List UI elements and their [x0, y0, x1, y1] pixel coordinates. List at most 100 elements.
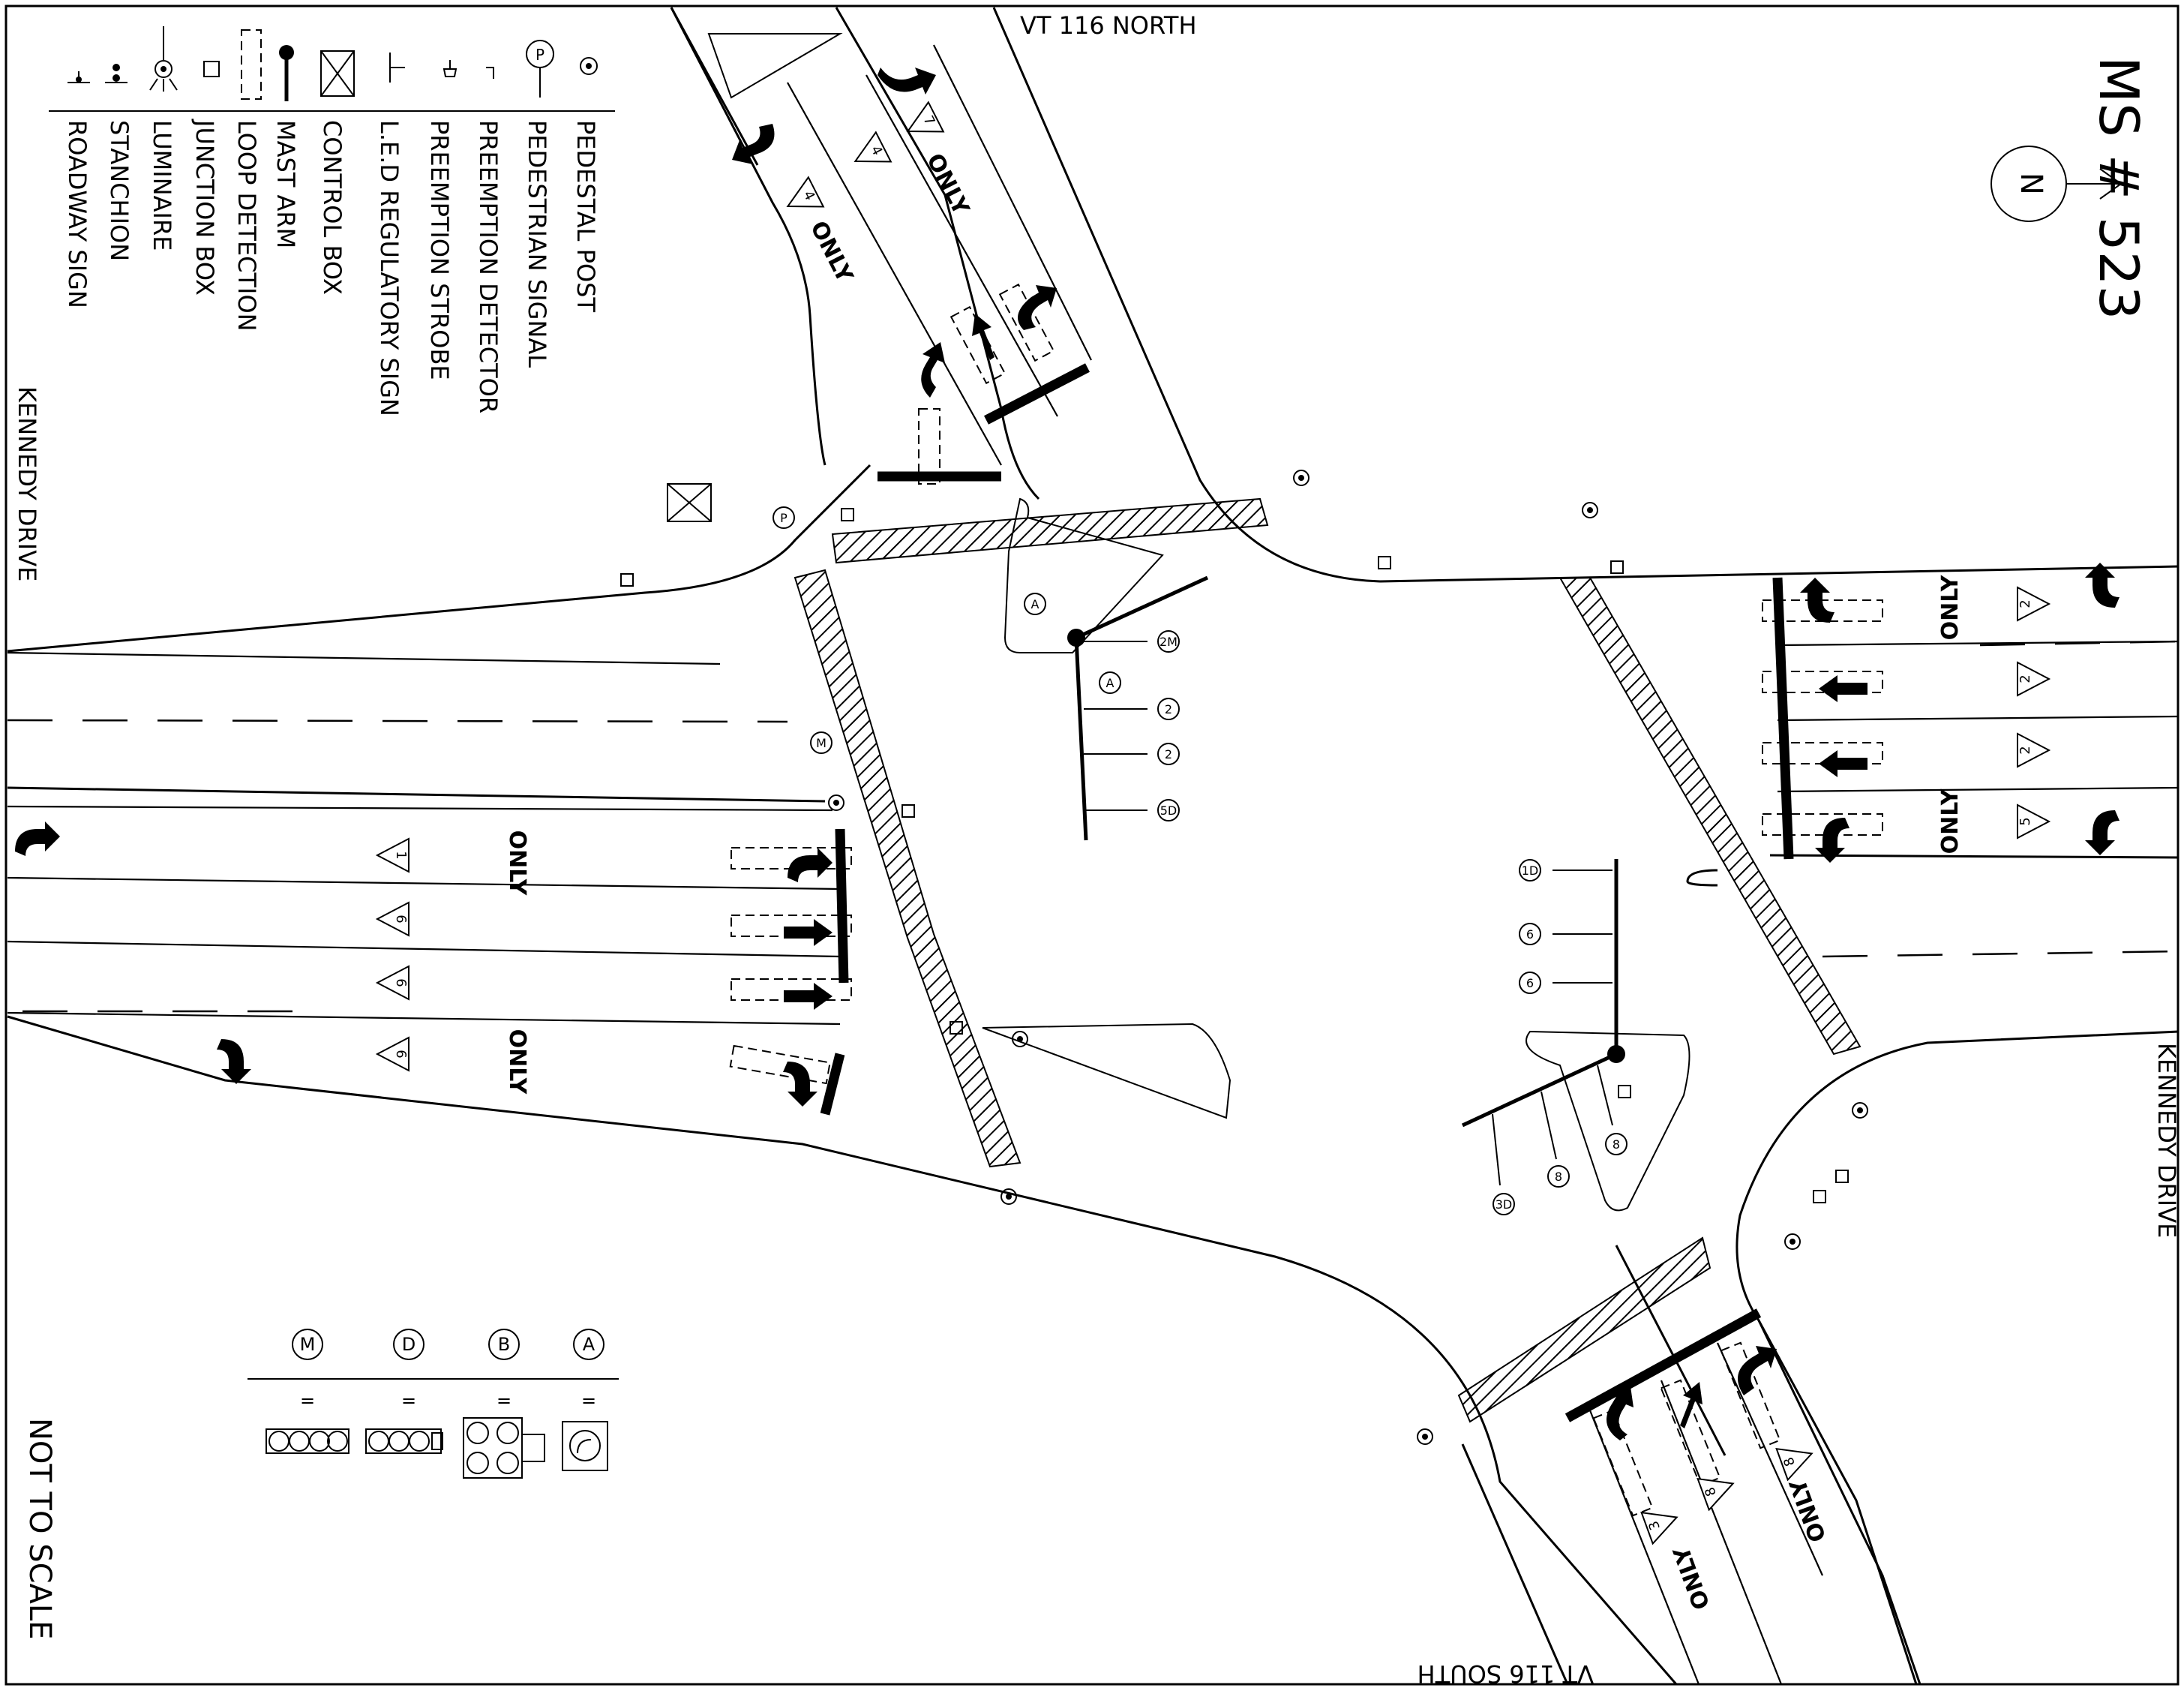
svg-text:6: 6: [1526, 976, 1534, 990]
not-to-scale-note: NOT TO SCALE: [22, 1418, 57, 1639]
svg-text:6: 6: [1526, 927, 1534, 942]
mast-arm-icon: [279, 45, 294, 101]
mast-pole-icon: [1067, 629, 1085, 647]
preemption-strobe-icon: [442, 60, 458, 77]
svg-text:1D: 1D: [1522, 864, 1539, 878]
west-island: [982, 1023, 1232, 1119]
right-turn-arrow-icon: [732, 124, 775, 164]
pedestrian-signal-icon: P: [526, 40, 554, 98]
svg-text:6: 6: [393, 978, 409, 987]
svg-text:ONLY: ONLY: [504, 830, 530, 897]
crosswalks: [794, 497, 1862, 1423]
north-island: [707, 33, 843, 99]
legend-label: CONTROL BOX: [318, 120, 346, 295]
svg-text:=: =: [496, 1390, 512, 1411]
pedestal-posts: [828, 470, 1868, 1445]
stanchion-icon: [105, 64, 128, 83]
svg-text:2: 2: [1165, 702, 1172, 716]
left-turn-arrow-icon: [15, 821, 60, 856]
misc-signal-heads: A A M P: [772, 506, 1121, 754]
through-arrow-icon: [1680, 1382, 1702, 1428]
south-island: [1526, 1030, 1690, 1212]
left-turn-arrow-icon: [1800, 578, 1834, 623]
svg-text:5: 5: [2018, 817, 2033, 825]
svg-text:A: A: [583, 1334, 596, 1355]
svg-text:ONLY: ONLY: [504, 1029, 530, 1095]
left-turn-arrow-icon: [878, 68, 936, 95]
pavement-arrows: [15, 68, 2120, 1440]
left-turn-arrow-icon: [788, 848, 832, 882]
svg-text:ONLY: ONLY: [1937, 788, 1964, 854]
right-turn-arrow-icon: [783, 1062, 818, 1107]
street-vt116-south: VT 116 SOUTH: [1418, 1659, 1594, 1688]
legend-label: ROADWAY SIGN: [63, 120, 92, 308]
north-median: [1004, 497, 1164, 653]
sheet-id: MS # 523: [2087, 56, 2150, 320]
legend-label: PREEMPTION STROBE: [425, 120, 454, 380]
svg-text:P: P: [780, 511, 788, 525]
legend-label: PEDESTAL POST: [572, 120, 600, 312]
road-edges: [7, 7, 2180, 1685]
legend-label: JUNCTION BOX: [190, 119, 219, 296]
control-box: [667, 483, 712, 522]
svg-text:M: M: [816, 736, 826, 750]
svg-text:M: M: [300, 1334, 316, 1355]
loop-detection-icon: [241, 29, 262, 100]
through-arrow-icon: [784, 919, 832, 946]
signal-head-key: A = B = D = M =: [248, 1329, 619, 1479]
svg-text:6: 6: [393, 1050, 409, 1058]
three-down-arrow-head-icon: [266, 1428, 350, 1454]
svg-text:A: A: [1031, 597, 1040, 611]
mast-arm-nw: 2M 2 2 5D: [1067, 575, 1209, 841]
doghouse-head-icon: [463, 1417, 545, 1479]
mast-pole-icon: [1607, 1045, 1625, 1063]
roadway-sign-icon: [68, 71, 90, 83]
legend-label: STANCHION: [105, 120, 134, 261]
preemption-detector-icon: [486, 67, 494, 79]
right-turn-arrow-icon: [1738, 1346, 1777, 1395]
legend-label: MAST ARM: [272, 120, 300, 248]
legend-label: L.E.D REGULATORY SIGN: [375, 120, 404, 416]
svg-text:2: 2: [2018, 674, 2033, 683]
svg-text:=: =: [300, 1390, 315, 1411]
street-kennedy-west: KENNEDY DRIVE: [13, 386, 41, 581]
svg-text:1: 1: [393, 851, 409, 859]
control-box-icon: [320, 50, 355, 97]
mast-arm-se: 1D 6 6 8 8 3D: [1461, 859, 1628, 1215]
three-up-arrow-head-icon: [365, 1428, 443, 1454]
left-turn-arrow-icon: [1606, 1386, 1634, 1440]
street-vt116-north: VT 116 NORTH: [1020, 11, 1197, 40]
right-turn-arrow-icon: [217, 1039, 251, 1084]
svg-text:8: 8: [1555, 1170, 1562, 1184]
junction-boxes: [620, 508, 1849, 1203]
legend-label: PREEMPTION DETECTOR: [474, 120, 502, 413]
svg-text:2: 2: [2018, 599, 2033, 608]
svg-text:5D: 5D: [1160, 803, 1178, 818]
lane-lines: [7, 44, 2180, 1685]
svg-text:=: =: [401, 1390, 416, 1411]
svg-text:=: =: [581, 1390, 596, 1411]
svg-text:8: 8: [1612, 1137, 1620, 1152]
left-turn-arrow-icon: [2085, 810, 2120, 855]
svg-text:N: N: [2014, 173, 2048, 195]
stop-bars: [820, 363, 1794, 1422]
svg-text:ONLY: ONLY: [1784, 1474, 1832, 1545]
svg-text:P: P: [536, 46, 544, 64]
through-arrow-icon: [1819, 675, 1868, 702]
street-kennedy-east: KENNEDY DRIVE: [2152, 1043, 2181, 1238]
svg-text:ONLY: ONLY: [805, 217, 858, 287]
legend-label: LOOP DETECTION: [232, 120, 261, 332]
right-turn-arrow-icon: [1815, 818, 1850, 863]
svg-text:ONLY: ONLY: [1668, 1542, 1715, 1613]
right-turn-arrow-icon: [2085, 563, 2120, 608]
lane-phase-markers: 7 4 4 2 2 2 5 1 6 6 6 3 8 8: [375, 101, 2051, 1545]
regulatory-sign-icon: [389, 53, 405, 83]
through-arrow-icon: [972, 314, 994, 360]
svg-text:D: D: [402, 1334, 416, 1355]
svg-text:2: 2: [2018, 746, 2033, 754]
svg-text:3D: 3D: [1496, 1197, 1513, 1212]
luminaire-icon: [149, 26, 178, 92]
legend-label: PEDESTRIAN SIGNAL: [523, 120, 551, 368]
svg-text:ONLY: ONLY: [1937, 574, 1964, 640]
